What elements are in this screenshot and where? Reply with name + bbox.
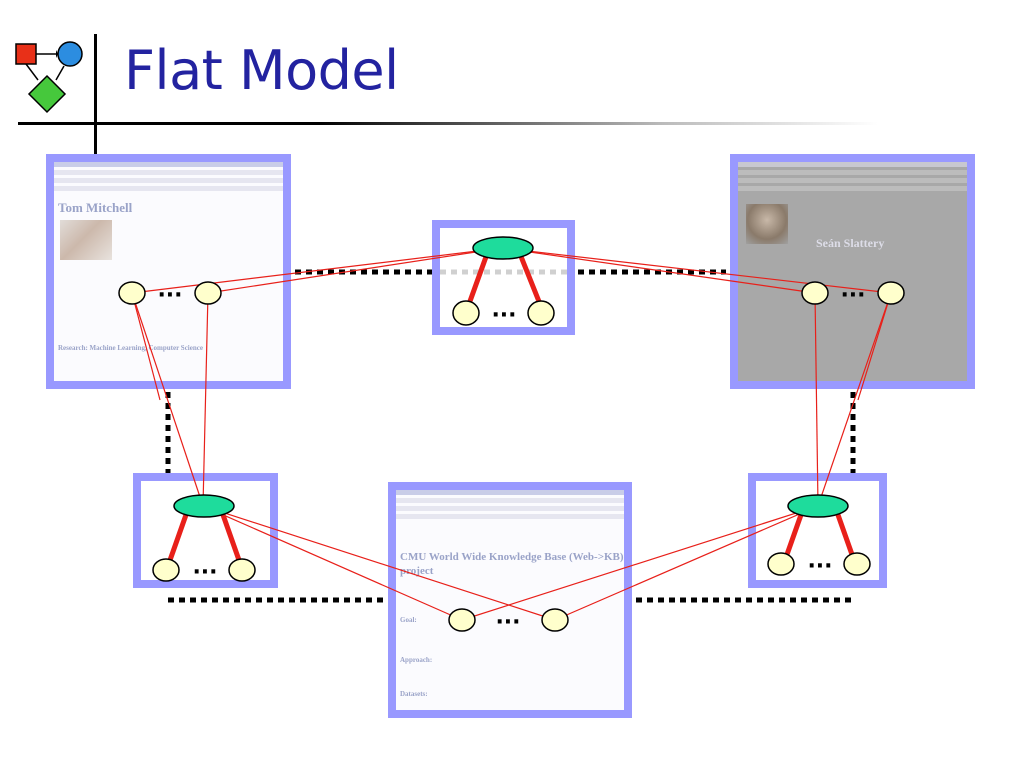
link — [208, 248, 502, 293]
leaf-node — [119, 282, 145, 304]
leaf-node — [195, 282, 221, 304]
tree-edge — [469, 254, 487, 304]
link — [502, 248, 815, 293]
ellipsis-label: ··· — [157, 283, 182, 308]
ellipsis-label: ··· — [840, 283, 865, 308]
ellipsis-label: ··· — [807, 554, 832, 579]
ellipsis-label: ··· — [192, 560, 217, 585]
leaf-node — [453, 301, 479, 325]
leaf-node — [844, 553, 870, 575]
leaf-node — [768, 553, 794, 575]
link — [132, 293, 160, 400]
link — [858, 293, 891, 400]
leaf-node — [449, 609, 475, 631]
root-node-top — [473, 237, 533, 259]
leaf-node — [542, 609, 568, 631]
leaf-node — [802, 282, 828, 304]
leaf-node — [528, 301, 554, 325]
tree-edge — [169, 512, 187, 563]
leaf-node — [878, 282, 904, 304]
root-node-left — [174, 495, 234, 517]
link — [502, 248, 891, 293]
link — [132, 248, 502, 293]
tree-edge — [520, 254, 540, 304]
ellipsis-label: ··· — [495, 610, 520, 635]
link — [462, 506, 818, 620]
root-node-right — [788, 495, 848, 517]
leaf-node — [153, 559, 179, 581]
tree-edge — [222, 512, 240, 563]
leaf-node — [229, 559, 255, 581]
link — [203, 506, 555, 620]
ellipsis-label: ··· — [491, 303, 516, 328]
